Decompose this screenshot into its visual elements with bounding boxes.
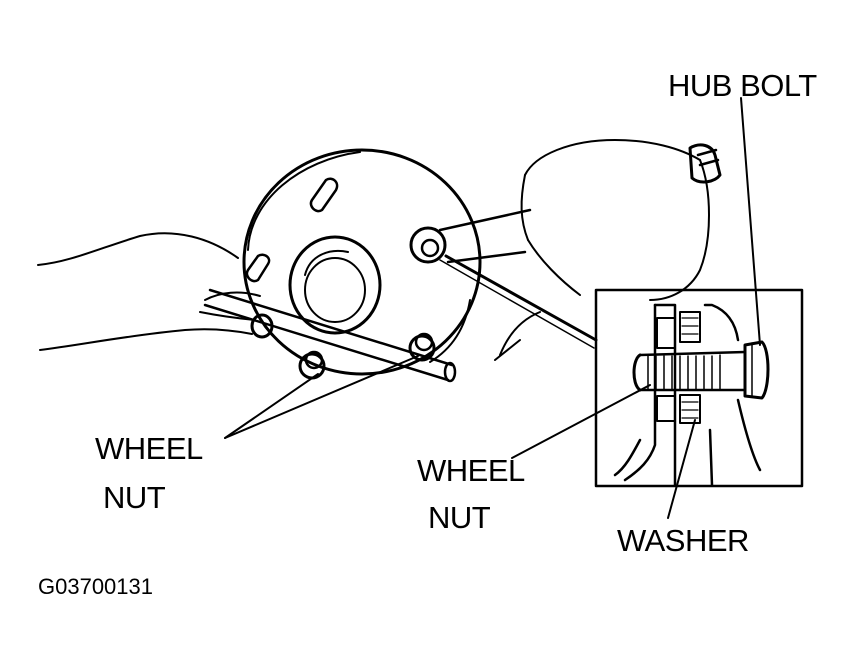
hub-bolt-leader [740,97,761,346]
inset-detail [594,288,804,488]
left-hand [37,232,261,351]
washer-leader [667,419,696,519]
wheel-nut-center-leader [511,384,651,459]
wheel-nut-center-label-line1: WHEEL [417,453,525,488]
detail-leader [439,254,598,349]
wrench [409,143,722,264]
wheel-nut-stud-2 [408,332,436,362]
hub-bolt-label: HUB BOLT [668,68,817,103]
label-leaders [224,97,761,519]
wheel-nut-left-label-line2: NUT [103,480,166,515]
figure-code: G03700131 [38,574,153,599]
right-hand [494,139,710,361]
wheel-nut-center-label-line2: NUT [428,500,491,535]
wheel-hub [242,148,482,376]
wheel-nut-left-leader-1 [224,373,319,439]
wheel-nut-left-label-line1: WHEEL [95,431,203,466]
holding-bar [203,288,457,383]
wheel-nut-left-leader-2 [224,355,419,439]
washer-label: WASHER [617,523,749,558]
